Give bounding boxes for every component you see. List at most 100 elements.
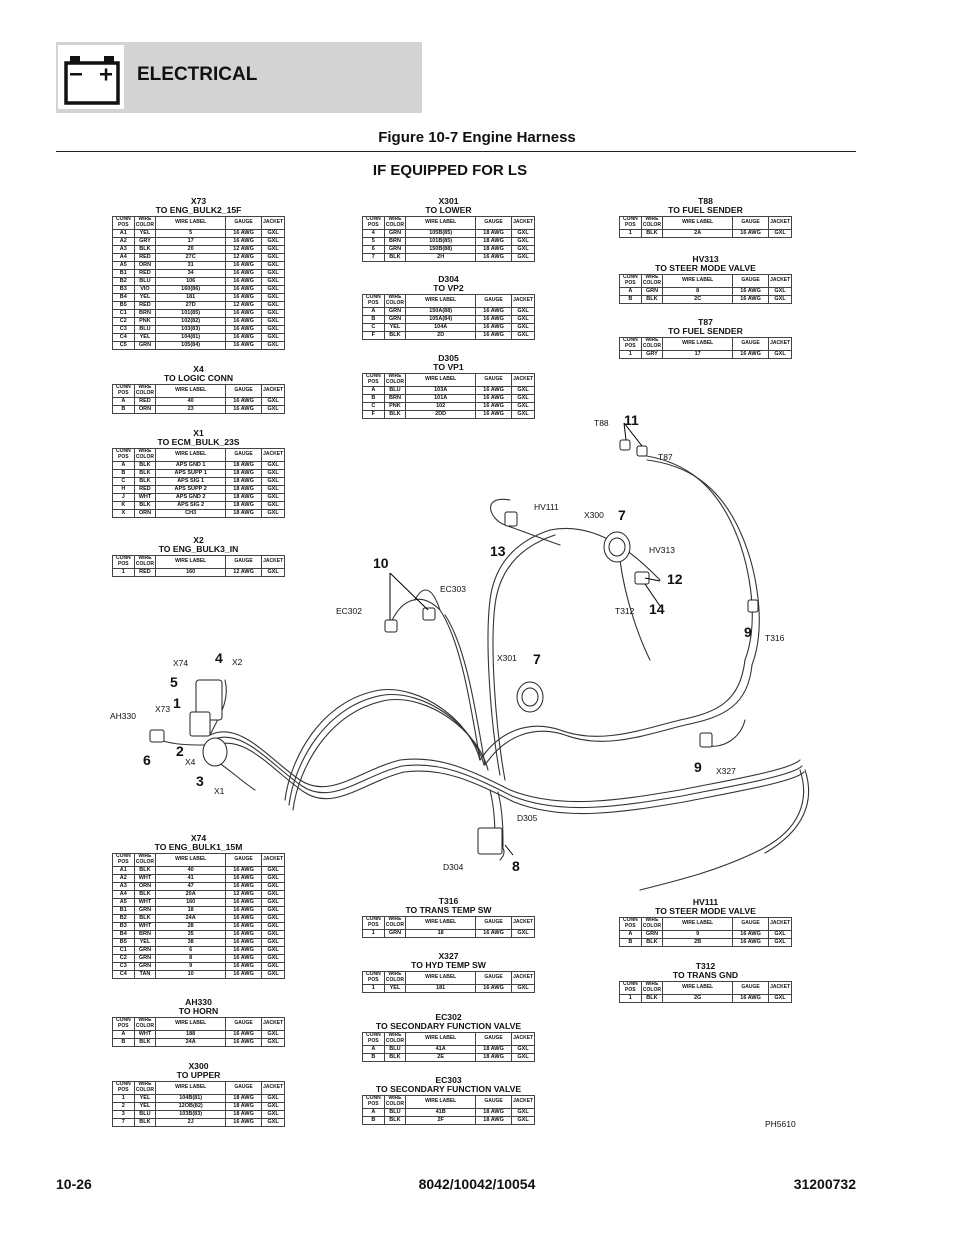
table-cell: B1 [112, 269, 135, 278]
column-header: WIRE LABEL [155, 384, 227, 398]
table-cell: GXL [261, 938, 285, 947]
table-cell: BLU [133, 277, 157, 286]
table-cell: A2 [112, 237, 135, 246]
table-cell: A2 [112, 874, 135, 883]
table-cell: 10 [155, 970, 227, 979]
column-header: GAUGE [225, 216, 263, 230]
table-cell: GXL [261, 1094, 285, 1103]
table-cell: GXL [261, 261, 285, 270]
table-cell: GXL [261, 890, 285, 899]
callout-label: X73 [155, 704, 171, 714]
table-cell: 2C [662, 295, 734, 304]
table-cell: 16 AWG [225, 922, 263, 931]
table-cell: 103B(83) [155, 1110, 227, 1119]
table-cell: GRN [133, 341, 157, 350]
callout-number: 7 [618, 507, 626, 523]
column-header: JACKET [768, 216, 792, 230]
table-cell: 2B [662, 938, 734, 947]
connector-id: T88 [698, 196, 713, 206]
table-cell: 12 AWG [225, 245, 263, 254]
table-cell: GXL [261, 954, 285, 963]
table-cell: GXL [511, 402, 535, 411]
callout-label: X74 [173, 658, 189, 668]
table-cell: 16 AWG [225, 285, 263, 294]
column-header: WIRE COLOR [383, 916, 407, 930]
table-cell: J [112, 493, 135, 502]
table-cell: PNK [133, 317, 157, 326]
column-header: JACKET [261, 853, 285, 867]
table-cell: 2DD [405, 410, 477, 419]
column-header: GAUGE [225, 1017, 263, 1031]
table-cell: 27C [155, 253, 227, 262]
column-header: CONN POS [362, 916, 385, 930]
column-header: GAUGE [225, 384, 263, 398]
callout-number: 8 [512, 858, 520, 874]
connector-title: TO VP1 [433, 362, 464, 372]
table-cell: GXL [261, 509, 285, 518]
table-cell: B1 [112, 906, 135, 915]
table-cell: 16 AWG [225, 898, 263, 907]
table-cell: GXL [261, 898, 285, 907]
column-header: WIRE LABEL [405, 373, 477, 387]
column-header: CONN POS [362, 1032, 385, 1046]
table-cell: 12 AWG [225, 890, 263, 899]
table-cell: A [112, 461, 135, 470]
table-cell: BLK [640, 295, 664, 304]
column-header: JACKET [511, 216, 535, 230]
table-cell: ORN [133, 405, 157, 414]
callout-number: 11 [624, 412, 639, 428]
table-cell: GXL [261, 341, 285, 350]
table-cell: GXL [261, 469, 285, 478]
table-cell: 41 [155, 874, 227, 883]
column-header: CONN POS [619, 981, 642, 995]
callout-label: EC303 [440, 584, 466, 594]
column-header: GAUGE [475, 373, 513, 387]
table-cell: GXL [511, 331, 535, 340]
table-cell: 181 [405, 984, 477, 993]
column-header: GAUGE [225, 853, 263, 867]
connector-id: X4 [193, 364, 204, 374]
callout-label: X327 [716, 766, 736, 776]
column-header: WIRE COLOR [640, 981, 664, 995]
model-numbers: 8042/10042/10054 [418, 1176, 536, 1192]
table-cell: RED [133, 485, 157, 494]
table-cell: BLK [133, 469, 157, 478]
table-cell: 12 AWG [225, 301, 263, 310]
table-cell: 2G [662, 994, 734, 1003]
column-header: WIRE LABEL [155, 1081, 227, 1095]
table-cell: GXL [511, 386, 535, 395]
column-header: WIRE LABEL [662, 337, 734, 351]
table-cell: 16 AWG [225, 325, 263, 334]
table-cell: 16 AWG [732, 350, 770, 359]
table-cell: 18 AWG [475, 1045, 513, 1054]
table-cell: WHT [133, 1030, 157, 1039]
table-cell: 160 [155, 898, 227, 907]
